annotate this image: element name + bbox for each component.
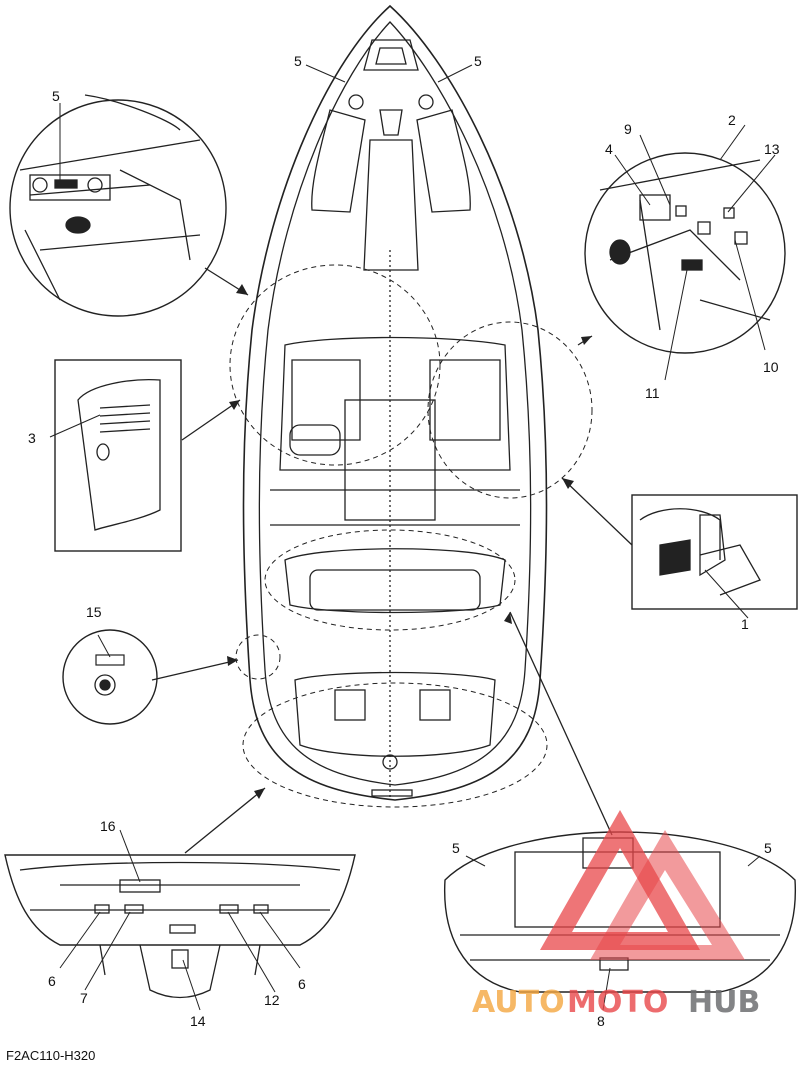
callout-16: 16: [100, 818, 116, 834]
callout-6: 6: [298, 976, 306, 992]
callout-5: 5: [52, 88, 60, 104]
callout-10: 10: [763, 359, 779, 375]
detail-console-right: [584, 152, 786, 354]
boat-hull-top-view: [242, 4, 548, 801]
watermark-text-hub: HUB: [688, 985, 760, 1020]
callout-labels: 5 5 5 2 9 4 13 10 11 3 15 1 16 5 5 6 6 7…: [28, 53, 780, 1029]
watermark-text-auto: AUTO: [472, 985, 565, 1020]
callout-13: 13: [764, 141, 780, 157]
callout-5: 5: [294, 53, 302, 69]
leader-lines: [49, 64, 776, 1011]
watermark-logo: AUTO MOTO HUB: [472, 810, 760, 1020]
figure-code: F2AC110-H320: [6, 1048, 95, 1063]
callout-1: 1: [741, 616, 749, 632]
callout-12: 12: [264, 992, 280, 1008]
callout-5: 5: [474, 53, 482, 69]
detail-switch-box: [631, 494, 798, 610]
callout-8: 8: [597, 1013, 605, 1029]
callout-11: 11: [645, 385, 660, 401]
watermark-text-moto: MOTO: [567, 985, 668, 1020]
callout-4: 4: [605, 141, 613, 157]
detail-label-plate-box: [54, 359, 182, 552]
callout-5: 5: [764, 840, 772, 856]
detail-console-left: [9, 94, 227, 317]
zoom-arrows: [151, 267, 633, 854]
callout-6: 6: [48, 973, 56, 989]
callout-7: 7: [80, 990, 88, 1006]
callout-5: 5: [452, 840, 460, 856]
detail-stern-rear: [4, 854, 356, 999]
callout-15: 15: [86, 604, 102, 620]
detail-drain-plug: [62, 629, 158, 725]
callout-9: 9: [624, 121, 632, 137]
callout-3: 3: [28, 430, 36, 446]
callout-14: 14: [190, 1013, 206, 1029]
callout-2: 2: [728, 112, 736, 128]
